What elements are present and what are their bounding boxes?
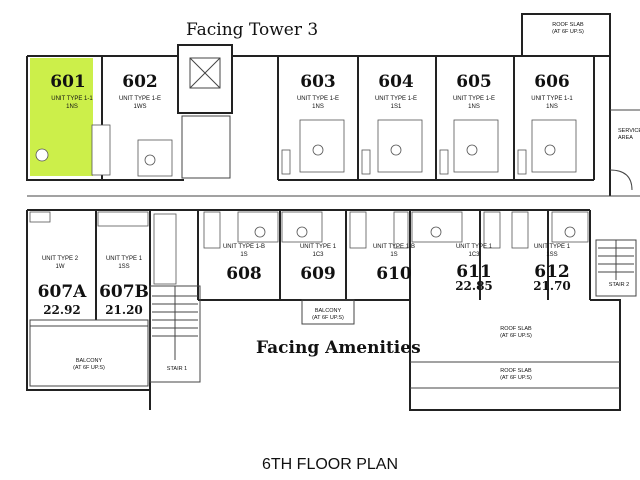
north-fixtures (35, 119, 577, 177)
roof-slab-top-note: (AT 6F UP.S) (552, 28, 584, 35)
unit-606-config: 1NS (546, 103, 558, 110)
unit-612-area: 21.70 (533, 279, 571, 293)
unit-601-type-text: UNIT TYPE 1-1 (51, 96, 93, 102)
unit-605-config: 1NS (468, 103, 480, 110)
unit-607b-area: 21.20 (105, 303, 143, 317)
unit-603-number: 603 (300, 72, 336, 92)
stair-2-drawing (595, 239, 637, 297)
balcony-mid-title: BALCONY (314, 308, 342, 314)
unit-610-type-text: UNIT TYPE 1-B (372, 244, 416, 250)
unit-605-type-text: UNIT TYPE 1-E (452, 96, 496, 102)
balcony-left-label: BALCONY(AT 6F UP.S) (56, 358, 122, 371)
unit-611-area: 22.85 (455, 279, 493, 293)
unit-608-type-text: UNIT TYPE 1-B (222, 244, 266, 250)
service-area-outline (609, 109, 640, 191)
unit-603-type-text: UNIT TYPE 1-E (296, 96, 340, 102)
unit-609-config: 1C3 (312, 251, 324, 258)
service-area-label: SERVICE AREA (618, 128, 640, 141)
roof-slab-mid-label: ROOF SLAB(AT 6F UP.S) (484, 326, 548, 339)
balcony-left-outline (29, 319, 149, 387)
roof-slab-mid-title: ROOF SLAB (500, 326, 532, 332)
unit-611-number: 611 (456, 262, 492, 282)
south-fixtures (29, 211, 589, 285)
roof-slab-top-label: ROOF SLAB(AT 6F UP.S) (540, 22, 596, 35)
roof-slab-bottom-note: (AT 6F UP.S) (500, 374, 532, 381)
unit-601-number: 601 (50, 72, 86, 92)
unit-607b-type-text: UNIT TYPE 1 (105, 256, 143, 262)
unit-607b-config: 1SS (118, 263, 130, 270)
balcony-left-note: (AT 6F UP.S) (73, 364, 105, 371)
unit-606-type-text: UNIT TYPE 1-1 (531, 96, 573, 102)
roof-slab-bottom-title: ROOF SLAB (500, 368, 532, 374)
unit-609-type-text: UNIT TYPE 1 (299, 244, 337, 250)
unit-608-config: 1S (240, 251, 248, 258)
unit-603-config: 1NS (312, 103, 324, 110)
unit-602-number: 602 (122, 72, 158, 92)
balcony-left-title: BALCONY (75, 358, 103, 364)
balcony-mid-label: BALCONY(AT 6F UP.S) (300, 308, 356, 321)
unit-611-type-text: UNIT TYPE 1 (455, 244, 493, 250)
unit-610-number: 610 (376, 264, 412, 284)
unit-608-number: 608 (226, 264, 262, 284)
facing-tower-heading: Facing Tower 3 (186, 20, 319, 40)
unit-604-config: 1S1 (390, 103, 402, 110)
unit-607a-config: 1W (55, 263, 65, 270)
roof-slab-top-outline (521, 13, 611, 57)
roof-slab-mid-note: (AT 6F UP.S) (500, 332, 532, 339)
elevator-core (181, 57, 231, 179)
unit-610-config: 1S (390, 251, 398, 258)
roof-slab-bottom-label: ROOF SLAB(AT 6F UP.S) (484, 368, 548, 381)
unit-601-config: 1NS (66, 103, 78, 110)
stair-1-drawing (149, 285, 201, 383)
unit-611-config: 1C3 (468, 251, 480, 258)
floor-plan-title: 6TH FLOOR PLAN (262, 456, 399, 473)
unit-604-type-text: UNIT TYPE 1-E (374, 96, 418, 102)
balcony-mid-note: (AT 6F UP.S) (312, 314, 344, 321)
unit-605-number: 605 (456, 72, 492, 92)
unit-602-type-text: UNIT TYPE 1-E (118, 96, 162, 102)
unit-604-number: 604 (378, 72, 414, 92)
unit-606-number: 606 (534, 72, 570, 92)
unit-612-type-text: UNIT TYPE 1 (533, 244, 571, 250)
unit-607a-type-text: UNIT TYPE 2 (41, 256, 79, 262)
stair-1-label: STAIR 1 (166, 366, 188, 372)
unit-609-number: 609 (300, 264, 336, 284)
facing-amenities-heading: Facing Amenities (256, 338, 421, 358)
stair-2-label: STAIR 2 (608, 282, 630, 288)
unit-612-number: 612 (534, 262, 570, 282)
unit-612-config: 1SS (546, 251, 558, 258)
unit-607b-number: 607B (99, 282, 149, 302)
unit-602-config: 1WS (133, 103, 147, 110)
unit-607a-area: 22.92 (43, 303, 81, 317)
roof-slab-top-title: ROOF SLAB (552, 22, 584, 28)
unit-607a-number: 607A (37, 282, 87, 302)
